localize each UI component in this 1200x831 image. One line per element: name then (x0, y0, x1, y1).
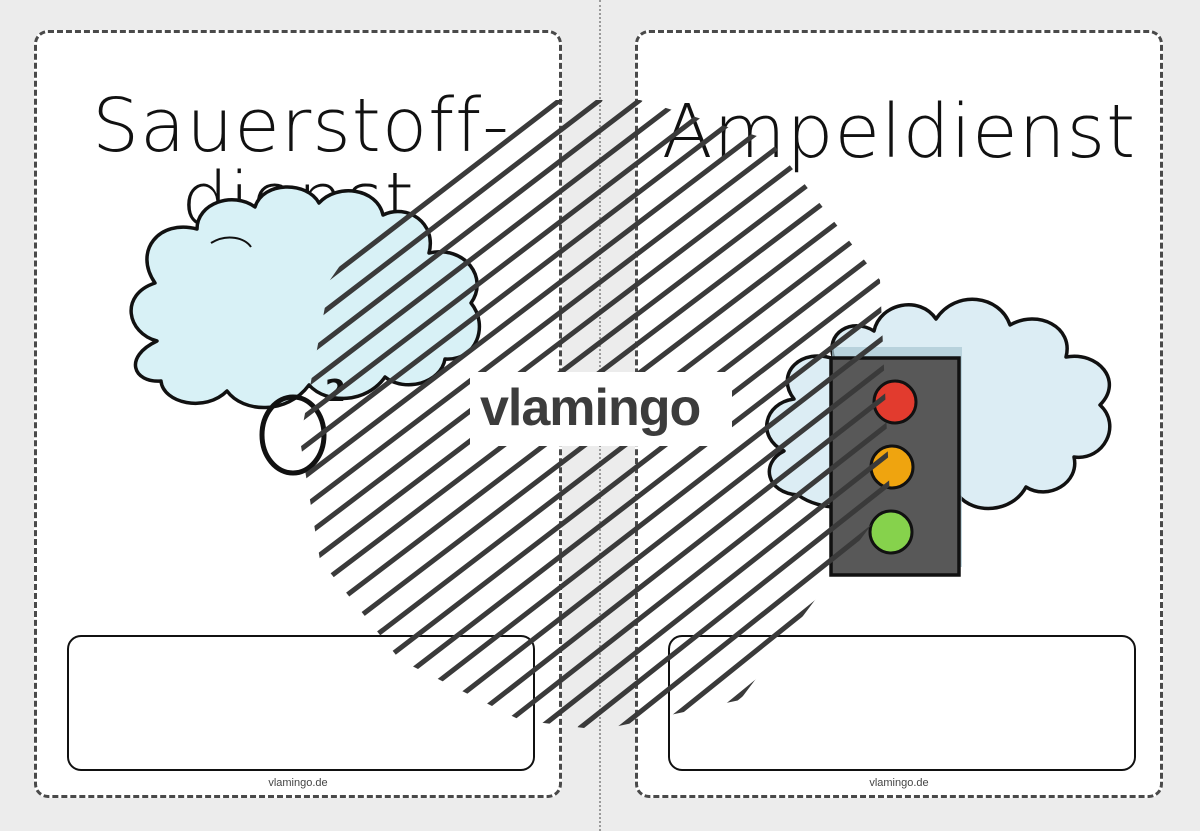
green-light-icon (868, 509, 914, 555)
card-ampeldienst: Ampeldienst vlamingo.de (635, 30, 1163, 798)
red-light-icon (872, 379, 918, 425)
amber-light-icon (869, 444, 915, 490)
name-field-box (67, 635, 535, 771)
oxygen-cloud-icon: 2 (129, 185, 482, 476)
traffic-light-icon (765, 297, 1112, 577)
watermark-logo-text: vlamingo (480, 379, 701, 437)
name-field-box (668, 635, 1136, 771)
footer-url: vlamingo.de (268, 777, 328, 789)
footer-url: vlamingo.de (869, 777, 929, 789)
formula-subscript: 2 (325, 374, 346, 409)
